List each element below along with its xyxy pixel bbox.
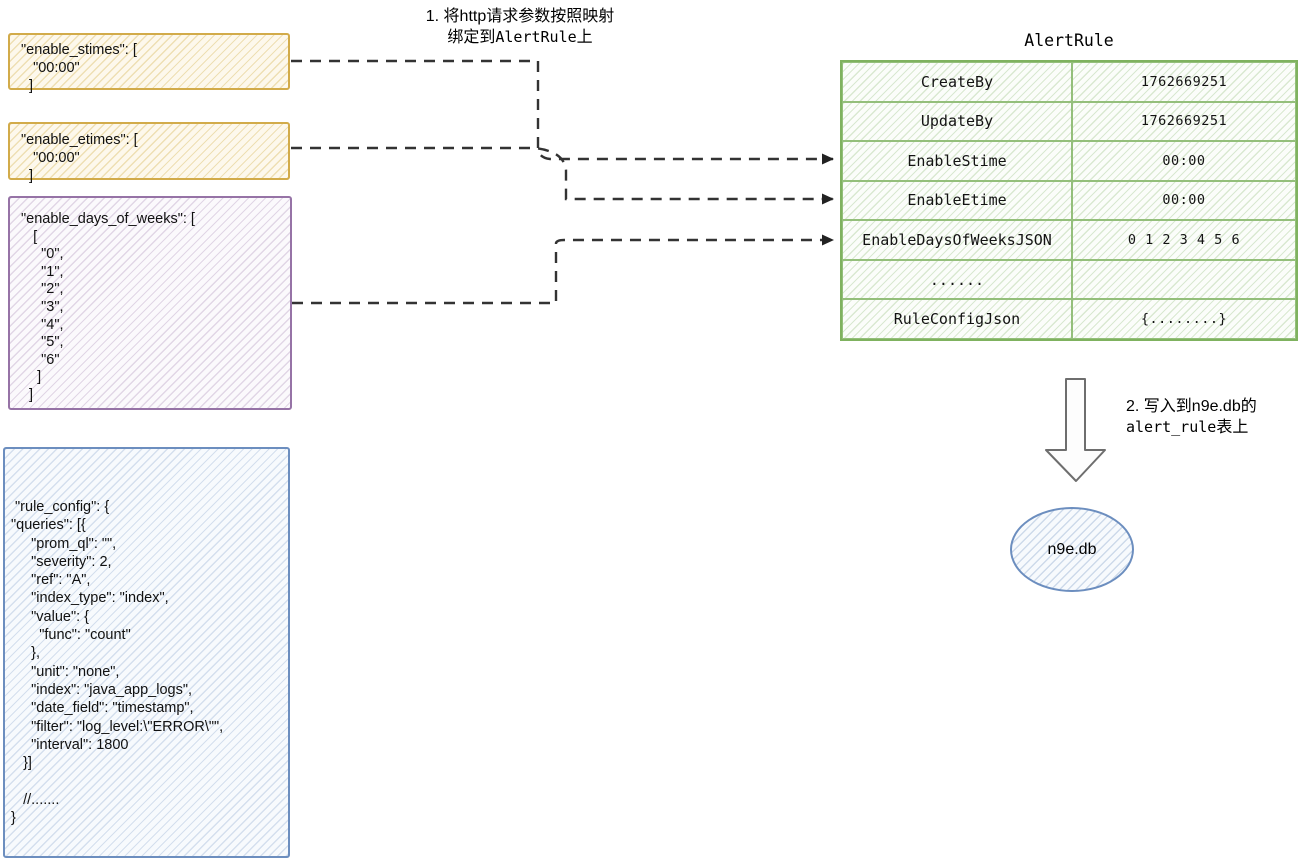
rule-config-json: "rule_config": { "queries": [{ "prom_ql"… bbox=[11, 499, 224, 827]
alert-rule-table-title: AlertRule bbox=[1024, 31, 1114, 50]
table-row-value: 1762669251 bbox=[1072, 101, 1296, 142]
table-row-field: RuleConfigJson bbox=[842, 299, 1072, 339]
table-row-value: 00:00 bbox=[1072, 180, 1296, 221]
enable-stimes-json: "enable_stimes": [ "00:00" ] bbox=[21, 42, 137, 94]
n9e-db-ellipse: n9e.db bbox=[1010, 507, 1134, 592]
n9e-db-label: n9e.db bbox=[1047, 540, 1097, 558]
annotation-step2-line1: 2. 写入到n9e.db的 bbox=[1126, 398, 1257, 415]
rule-config-box: "rule_config": { "queries": [{ "prom_ql"… bbox=[3, 447, 290, 858]
connector-etimes-to-enableetime bbox=[291, 146, 834, 205]
table-row-field: EnableDaysOfWeeksJSON bbox=[842, 220, 1072, 260]
annotation-step1-line2: 绑定到AlertRule上 bbox=[447, 28, 593, 46]
enable-days-of-weeks-box: "enable_days_of_weeks": [ [ "0", "1", "2… bbox=[8, 196, 292, 410]
table-row-field: ...... bbox=[842, 259, 1072, 300]
table-row-value: 1762669251 bbox=[1072, 62, 1296, 102]
table-row-value: {........} bbox=[1072, 299, 1296, 339]
alert-rule-table: CreateBy 1762669251 UpdateBy 1762669251 … bbox=[840, 60, 1298, 341]
table-row-field: EnableEtime bbox=[842, 180, 1072, 221]
connector-stimes-to-enablestime bbox=[291, 59, 834, 165]
enable-days-of-weeks-json: "enable_days_of_weeks": [ [ "0", "1", "2… bbox=[21, 211, 195, 403]
annotation-step2-line2: alert_rule表上 bbox=[1126, 418, 1249, 436]
annotation-step2: 2. 写入到n9e.db的 alert_rule表上 bbox=[1126, 396, 1296, 438]
enable-etimes-box: "enable_etimes": [ "00:00" ] bbox=[8, 122, 290, 184]
annotation-step1: 1. 将http请求参数按照映射 绑定到AlertRule上 bbox=[360, 6, 680, 48]
down-arrow-icon bbox=[1045, 378, 1106, 482]
table-row-field: EnableStime bbox=[842, 141, 1072, 181]
table-row-value: 00:00 bbox=[1072, 141, 1296, 181]
table-row-field: CreateBy bbox=[842, 62, 1072, 102]
connector-days-to-enabledays bbox=[292, 234, 834, 305]
table-row-field: UpdateBy bbox=[842, 101, 1072, 142]
enable-stimes-box: "enable_stimes": [ "00:00" ] bbox=[8, 33, 290, 94]
table-row-value: 0 1 2 3 4 5 6 bbox=[1072, 220, 1296, 260]
annotation-step1-line1: 1. 将http请求参数按照映射 bbox=[425, 8, 615, 25]
enable-etimes-json: "enable_etimes": [ "00:00" ] bbox=[21, 132, 138, 184]
table-row-value bbox=[1072, 259, 1296, 300]
